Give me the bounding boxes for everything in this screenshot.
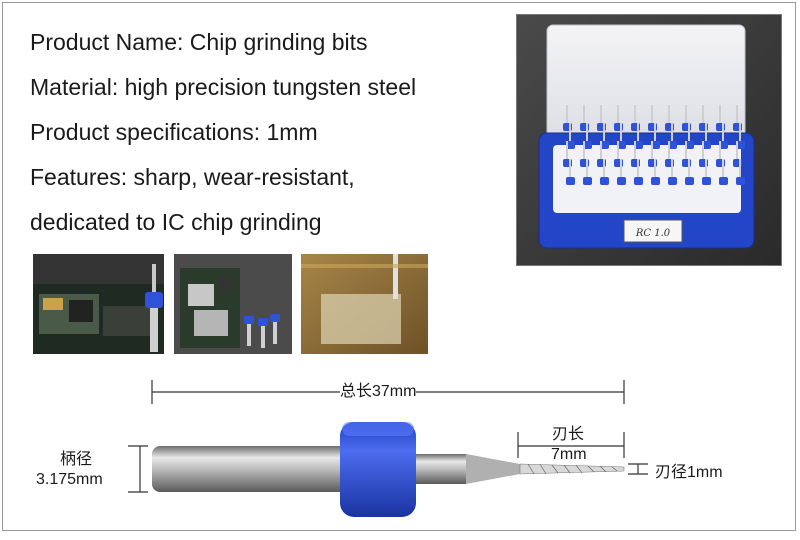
box-bit bbox=[586, 159, 588, 179]
shank-diameter-value: 3.175mm bbox=[36, 471, 103, 488]
spec-label: Features bbox=[30, 164, 121, 190]
box-bit bbox=[736, 141, 738, 161]
box-bit bbox=[705, 159, 707, 179]
box-bit-collar bbox=[566, 177, 575, 185]
box-bit-collar bbox=[668, 177, 677, 185]
box-bit-collar bbox=[702, 141, 711, 149]
box-bit bbox=[654, 123, 656, 143]
box-bit-collar bbox=[600, 177, 609, 185]
box-bit bbox=[569, 159, 571, 179]
spec-specifications: Product specifications: 1mm bbox=[30, 119, 318, 145]
box-bit bbox=[719, 105, 721, 125]
product-box-photo: RC 1.0 bbox=[516, 14, 782, 266]
box-bit-collar bbox=[651, 177, 660, 185]
box-bit bbox=[685, 141, 687, 161]
box-bit bbox=[586, 123, 588, 143]
box-bit bbox=[671, 159, 673, 179]
box-bit bbox=[566, 105, 568, 125]
box-bit-collar bbox=[583, 141, 592, 149]
box-bit bbox=[688, 123, 690, 143]
spec-features: Features: sharp, wear-resistant, bbox=[30, 164, 355, 190]
box-bit bbox=[722, 123, 724, 143]
box-bit bbox=[671, 123, 673, 143]
box-bit bbox=[583, 141, 585, 161]
blade-diameter-label: 刃径1mm bbox=[655, 464, 723, 481]
box-bit-collar bbox=[617, 177, 626, 185]
box-bit-collar bbox=[719, 141, 728, 149]
box-bit bbox=[637, 123, 639, 143]
box-bit-collar bbox=[685, 177, 694, 185]
box-bit-collar bbox=[685, 141, 694, 149]
box-bit bbox=[617, 105, 619, 125]
box-bit bbox=[620, 123, 622, 143]
box-bit bbox=[617, 141, 619, 161]
box-bit-collar bbox=[600, 141, 609, 149]
box-bit bbox=[620, 159, 622, 179]
box-bit bbox=[600, 141, 602, 161]
spec-material: Material: high precision tungsten steel bbox=[30, 74, 417, 100]
page-frame bbox=[2, 2, 796, 531]
box-bit-collar bbox=[634, 141, 643, 149]
box-bit bbox=[637, 159, 639, 179]
box-bit bbox=[566, 141, 568, 161]
spec-value: dedicated to IC chip grinding bbox=[30, 209, 322, 235]
box-bit-collar bbox=[634, 177, 643, 185]
spec-value: high precision tungsten steel bbox=[124, 74, 417, 100]
spec-features-continued: dedicated to IC chip grinding bbox=[30, 208, 322, 236]
box-bit bbox=[736, 105, 738, 125]
box-bit-collar bbox=[651, 141, 660, 149]
box-bit bbox=[739, 123, 741, 143]
photo-chip-grinding bbox=[301, 254, 428, 354]
box-bit bbox=[583, 105, 585, 125]
box-bit bbox=[668, 141, 670, 161]
box-bit bbox=[634, 141, 636, 161]
box-bit-collar bbox=[736, 141, 745, 149]
box-bit bbox=[651, 141, 653, 161]
box-bit bbox=[722, 159, 724, 179]
box-bit bbox=[569, 123, 571, 143]
box-bit bbox=[603, 159, 605, 179]
box-bit bbox=[702, 141, 704, 161]
box-bit bbox=[702, 105, 704, 125]
spec-label: Product Name bbox=[30, 29, 178, 55]
photo-phone-board bbox=[174, 254, 292, 354]
box-bit-collar bbox=[617, 141, 626, 149]
box-bit-collar bbox=[736, 177, 745, 185]
box-bit bbox=[668, 105, 670, 125]
box-bit bbox=[739, 159, 741, 179]
spec-value: Chip grinding bits bbox=[189, 29, 368, 55]
blade-length-label: 刃长 bbox=[552, 426, 585, 443]
box-bit-collar bbox=[566, 141, 575, 149]
box-bit-collar bbox=[719, 177, 728, 185]
box-bit bbox=[651, 105, 653, 125]
box-bit-collar bbox=[668, 141, 677, 149]
box-bit bbox=[685, 105, 687, 125]
spec-label: Product specifications bbox=[30, 119, 254, 145]
total-length-label: 总长37mm bbox=[340, 383, 417, 401]
dimension-diagram: 总长37mm 柄径 3.175mm 刃长 7mm 刃径1mm bbox=[0, 360, 800, 535]
spec-product-name: Product Name: Chip grinding bits bbox=[30, 29, 368, 55]
box-bit-collar bbox=[583, 177, 592, 185]
box-label: RC 1.0 bbox=[635, 228, 671, 239]
blade-length-value: 7mm bbox=[551, 446, 587, 463]
shank-diameter-label: 柄径 bbox=[60, 451, 93, 468]
spec-value: sharp, wear-resistant, bbox=[133, 164, 355, 190]
spec-label: Material bbox=[30, 74, 112, 100]
box-bit bbox=[654, 159, 656, 179]
box-bit-collar bbox=[702, 177, 711, 185]
box-bit bbox=[634, 105, 636, 125]
box-bit bbox=[600, 105, 602, 125]
photo-bit-on-board bbox=[33, 254, 164, 354]
box-bit bbox=[719, 141, 721, 161]
box-bit bbox=[688, 159, 690, 179]
box-bit bbox=[705, 123, 707, 143]
box-bit bbox=[603, 123, 605, 143]
spec-value: 1mm bbox=[266, 119, 318, 145]
